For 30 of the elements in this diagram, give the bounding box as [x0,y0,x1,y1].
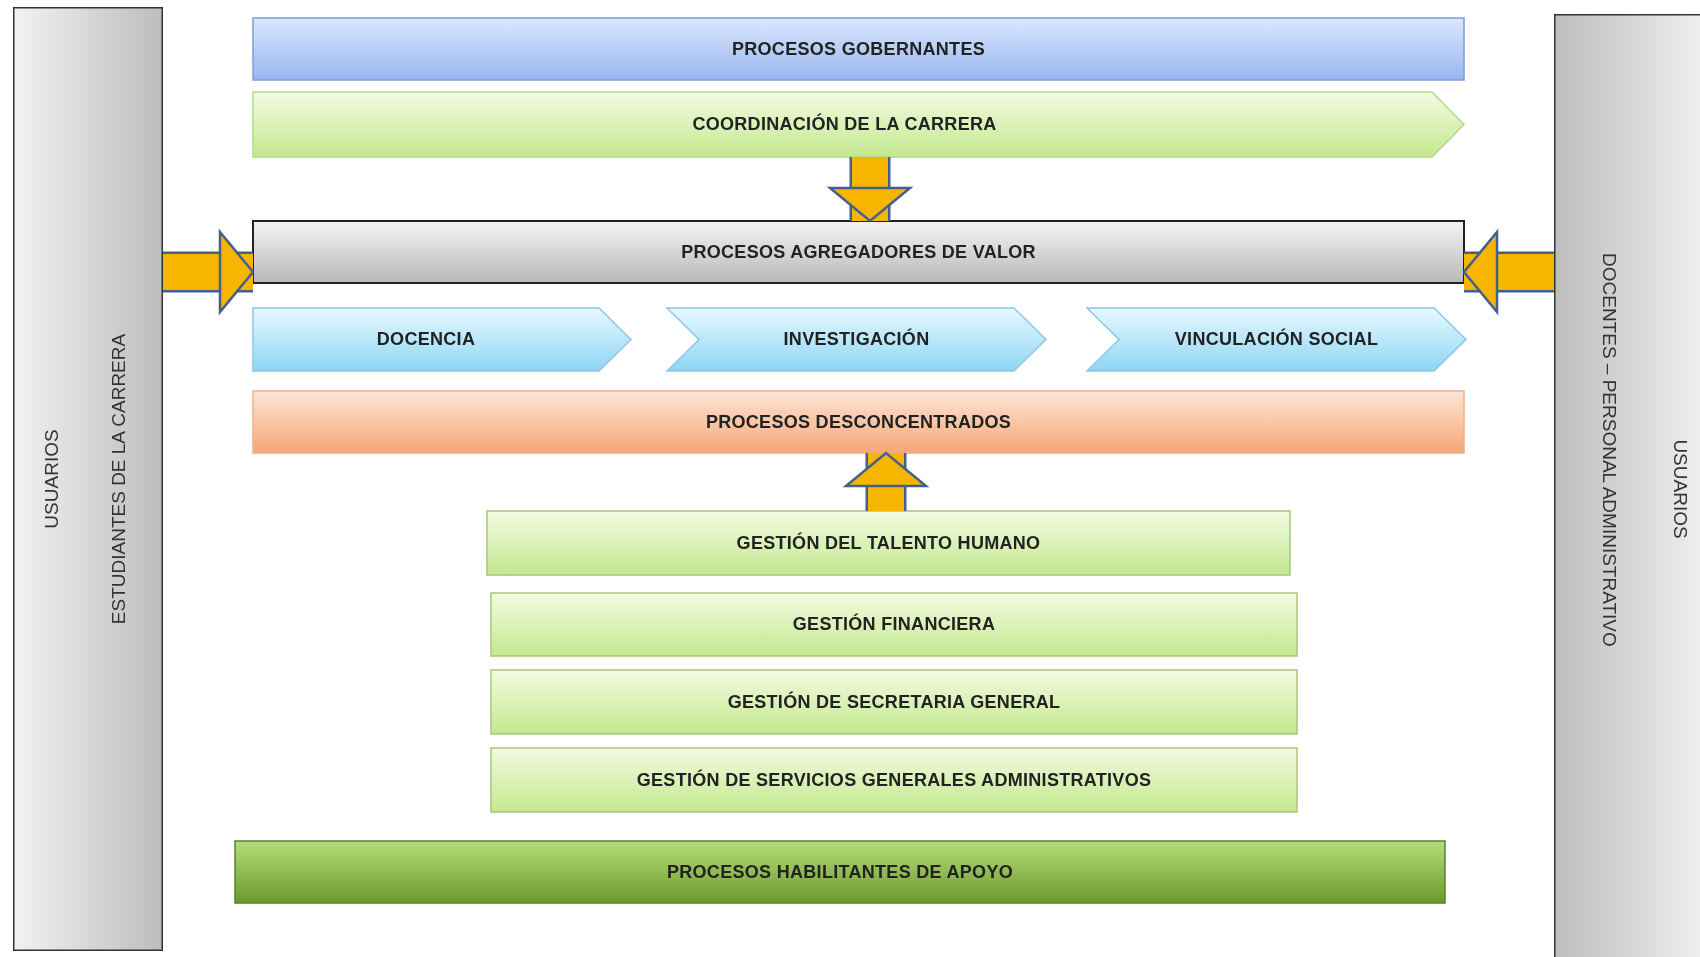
column-label: ESTUDIANTES DE LA CARRERA [108,333,130,625]
process-label: GESTIÓN DE SECRETARIA GENERAL [727,691,1061,713]
user-column [1554,14,1700,957]
process-label: DOCENCIA [376,329,476,350]
process-label: COORDINACIÓN DE LA CARRERA [692,114,997,135]
column-label: USUARIOS [1669,439,1691,539]
process-box [253,221,1464,283]
process-label: PROCESOS AGREGADORES DE VALOR [681,241,1036,263]
process-box [487,511,1290,575]
arrow-banner [253,92,1464,157]
user-column [13,7,163,951]
process-box [491,593,1297,656]
process-label: GESTIÓN DE SERVICIOS GENERALES ADMINISTRATIVOS [636,769,1152,791]
chevron-box [1087,308,1466,371]
process-box [491,670,1297,734]
process-box [491,748,1297,812]
process-box [253,18,1464,80]
process-label: GESTIÓN DEL TALENTO HUMANO [736,532,1041,554]
process-label: PROCESOS GOBERNANTES [731,38,985,60]
process-label: PROCESOS HABILITANTES DE APOYO [666,861,1013,883]
process-box [253,391,1464,453]
chevron-box [667,308,1046,371]
process-label: PROCESOS DESCONCENTRADOS [705,411,1012,433]
process-label: GESTIÓN FINANCIERA [792,614,996,635]
arrow-banner [253,308,631,371]
process-label: VINCULACIÓN SOCIAL [1174,329,1379,350]
column-label: USUARIOS [41,429,63,529]
process-box [235,841,1445,903]
process-label: INVESTIGACIÓN [783,329,930,350]
column-label: DOCENTES – PERSONAL ADMINISTRATIVO [1598,253,1620,647]
